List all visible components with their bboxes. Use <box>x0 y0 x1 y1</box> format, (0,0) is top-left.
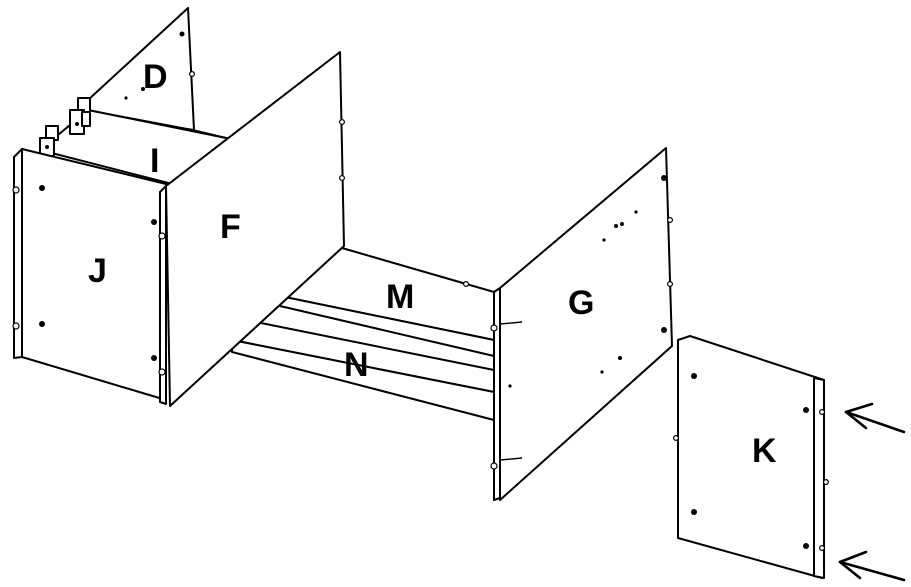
label-I: I <box>150 142 159 180</box>
label-D: D <box>143 58 168 96</box>
hinge-lower <box>39 125 59 157</box>
panel-G <box>490 147 673 501</box>
door-K <box>672 335 829 579</box>
label-K: K <box>752 432 777 470</box>
label-F: F <box>220 208 241 246</box>
hinge-upper <box>69 97 91 135</box>
arrow-lower <box>838 550 906 582</box>
label-G: G <box>568 284 594 322</box>
label-J: J <box>88 252 107 290</box>
panel-D <box>87 7 196 131</box>
label-M: M <box>386 278 414 316</box>
panel-F <box>158 51 346 407</box>
label-N: N <box>344 346 369 384</box>
panel-J <box>12 148 167 401</box>
arrow-upper <box>844 402 906 434</box>
